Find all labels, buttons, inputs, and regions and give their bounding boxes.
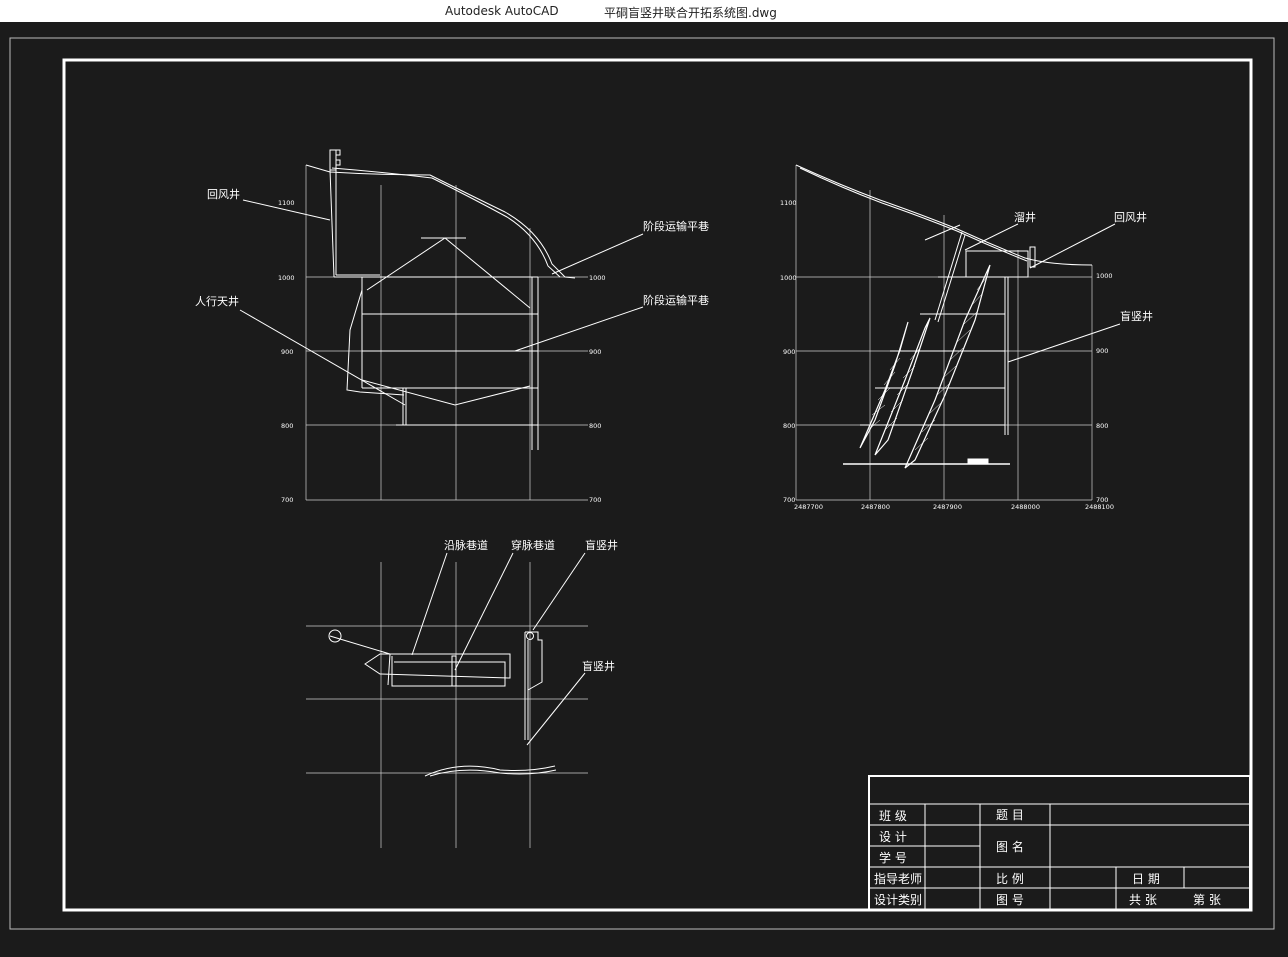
file-title: 平硐盲竖井联合开拓系统图.dwg (604, 6, 777, 20)
left-section-drawing (239, 149, 644, 501)
left-elev-900: 900 (281, 348, 293, 356)
right-elev-1100: 1100 (780, 199, 797, 207)
x-coord-3: 2487900 (933, 503, 962, 511)
plan-view-drawing (306, 552, 588, 848)
right-elev-r-800: 800 (1096, 422, 1108, 430)
left-elev-800: 800 (281, 422, 293, 430)
label-blind-shaft-mid: 盲竖井 (582, 659, 615, 673)
right-elev-900: 900 (783, 348, 795, 356)
label-haulage-drift-2: 阶段运输平巷 (643, 293, 709, 307)
x-coord-1: 2487700 (794, 503, 823, 511)
left-elev-1100: 1100 (278, 199, 295, 207)
cad-drawing: 回风井 人行天井 阶段运输平巷 阶段运输平巷 1100 1000 900 800… (9, 37, 1275, 930)
drawing-canvas[interactable]: 回风井 人行天井 阶段运输平巷 阶段运输平巷 1100 1000 900 800… (0, 22, 1288, 953)
label-crosscut: 穿脉巷道 (511, 538, 555, 552)
label-access-raise: 人行天井 (195, 294, 239, 308)
x-coord-5: 2488100 (1085, 503, 1114, 511)
tb-design: 设 计 (879, 830, 907, 844)
inner-frame (62, 58, 1253, 912)
left-elev-r-800: 800 (589, 422, 601, 430)
tb-class: 班 级 (879, 809, 907, 823)
tb-topic: 题 目 (996, 808, 1024, 822)
window-titlebar: Autodesk AutoCAD 平硐盲竖井联合开拓系统图.dwg (0, 0, 1288, 22)
tb-drawing-no: 图 号 (996, 893, 1024, 907)
label-strike-drift: 沿脉巷道 (444, 538, 488, 552)
tb-advisor: 指导老师 (874, 871, 922, 886)
app-title: Autodesk AutoCAD (445, 4, 559, 18)
outer-frame (9, 37, 1275, 930)
label-blind-shaft-right: 盲竖井 (1120, 309, 1153, 323)
tb-sheet-no: 第 张 (1193, 893, 1221, 907)
left-elev-700: 700 (281, 496, 293, 504)
right-elev-700: 700 (783, 496, 795, 504)
left-elev-1000: 1000 (278, 274, 295, 282)
left-elev-r-900: 900 (589, 348, 601, 356)
right-elev-800: 800 (783, 422, 795, 430)
tb-date: 日 期 (1132, 872, 1160, 886)
right-elev-r-700: 700 (1096, 496, 1108, 504)
right-section-drawing (795, 164, 1121, 501)
right-elev-1000: 1000 (780, 274, 797, 282)
tb-scale: 比 例 (996, 872, 1024, 886)
label-ore-pass: 溜井 (1014, 210, 1036, 224)
left-elev-r-1000: 1000 (589, 274, 606, 282)
right-elev-r-1000: 1000 (1096, 272, 1113, 280)
tb-design-category: 设计类别 (874, 893, 922, 907)
tb-student-id: 学 号 (879, 850, 907, 865)
x-coord-4: 2488000 (1011, 503, 1040, 511)
label-blind-shaft-top: 盲竖井 (585, 538, 618, 552)
label-return-air-shaft-left: 回风井 (207, 187, 240, 201)
label-haulage-drift-1: 阶段运输平巷 (643, 219, 709, 233)
left-elev-r-700: 700 (589, 496, 601, 504)
label-return-air-shaft-right: 回风井 (1114, 210, 1147, 224)
tb-sheets-total: 共 张 (1129, 893, 1157, 907)
tb-drawing-name: 图 名 (996, 839, 1024, 854)
x-coord-2: 2487800 (861, 503, 890, 511)
title-block-lines (868, 775, 1251, 911)
right-elev-r-900: 900 (1096, 347, 1108, 355)
